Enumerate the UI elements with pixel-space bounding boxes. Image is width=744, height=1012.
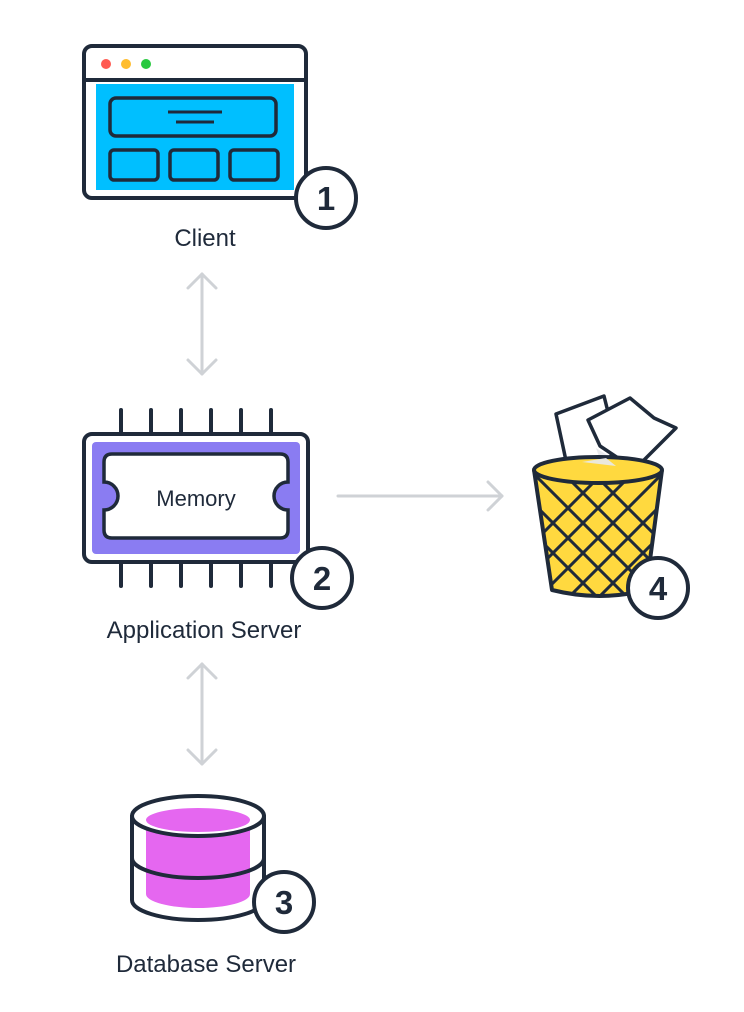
- db-server-node: 3 Database Server: [116, 794, 316, 978]
- client-app-connector: [186, 272, 218, 376]
- app-trash-connector: [336, 480, 504, 512]
- db-server-label: Database Server: [116, 951, 296, 978]
- app-server-label: Application Server: [107, 617, 302, 644]
- client-label: Client: [174, 225, 236, 252]
- client-node: 1 Client: [82, 44, 358, 252]
- step-badge-3: 3: [252, 870, 316, 934]
- step-badge-number: 2: [313, 560, 331, 597]
- trash-node: 4: [532, 394, 690, 620]
- maximize-dot-icon: [141, 59, 151, 69]
- database-icon: [130, 794, 266, 922]
- memory-label: Memory: [156, 486, 235, 511]
- trash-bin-icon: [532, 394, 678, 598]
- app-server-node: Memory 2 Application Server: [82, 408, 354, 644]
- step-badge-number: 1: [317, 180, 335, 217]
- step-badge-number: 4: [649, 570, 668, 607]
- step-badge-number: 3: [275, 884, 293, 921]
- minimize-dot-icon: [121, 59, 131, 69]
- step-badge-1: 1: [294, 166, 358, 230]
- step-badge-4: 4: [626, 556, 690, 620]
- step-badge-2: 2: [290, 546, 354, 610]
- app-db-connector: [186, 662, 218, 766]
- close-dot-icon: [101, 59, 111, 69]
- memory-chip-icon: Memory: [82, 408, 310, 588]
- browser-window-icon: [82, 44, 308, 200]
